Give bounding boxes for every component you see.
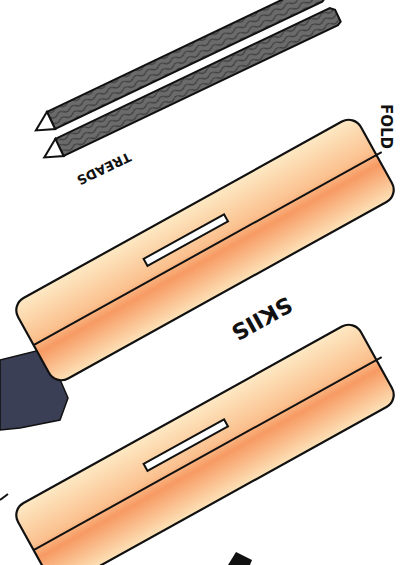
part-label: SKIIS — [228, 293, 296, 344]
fold-label: FOLD — [378, 103, 393, 148]
part-label: TREADS — [75, 150, 133, 187]
